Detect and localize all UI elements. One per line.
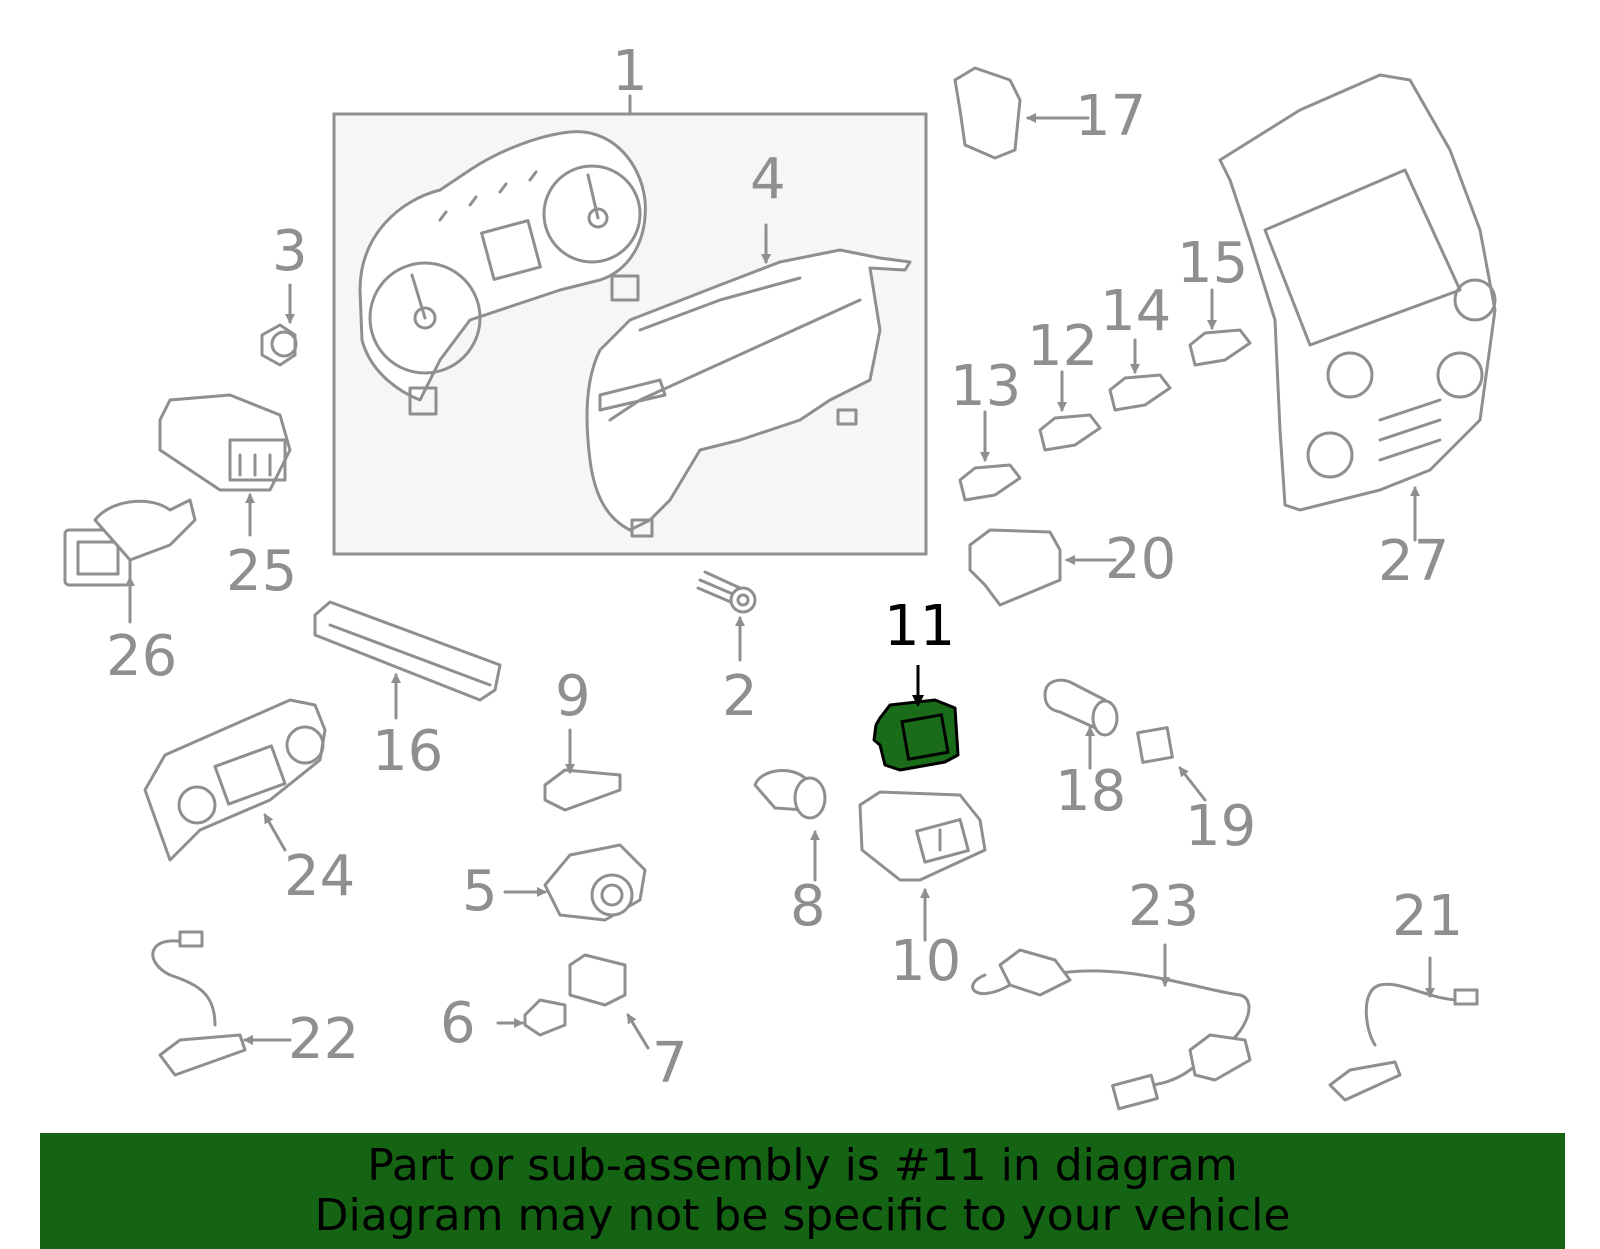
callout-19: 19	[1185, 794, 1256, 859]
callout-4: 4	[750, 147, 786, 212]
callout-8: 8	[790, 874, 826, 939]
callout-27: 27	[1378, 529, 1449, 594]
callout-6: 6	[440, 991, 476, 1056]
part-24-climate-panel[interactable]	[143, 698, 327, 862]
callout-11: 11	[884, 594, 955, 659]
part-27-center-bezel[interactable]	[1218, 73, 1497, 512]
callout-10: 10	[890, 929, 961, 994]
callout-15: 15	[1177, 231, 1248, 296]
banner-line-2: Diagram may not be specific to your vehi…	[314, 1190, 1291, 1241]
callout-26: 26	[106, 624, 177, 689]
callout-16: 16	[372, 719, 443, 784]
part-10-switch-bank[interactable]	[858, 790, 987, 882]
callout-3: 3	[272, 219, 308, 284]
callout-9: 9	[555, 664, 591, 729]
callout-20: 20	[1105, 527, 1176, 592]
cluster-face-drawing	[358, 130, 647, 416]
part-12-switch[interactable]	[1038, 413, 1102, 452]
part-8-power-outlet[interactable]	[753, 769, 827, 820]
part-3-nut[interactable]	[260, 323, 298, 367]
callout-23: 23	[1128, 874, 1199, 939]
part-25-connector[interactable]	[158, 393, 292, 492]
callout-24: 24	[284, 844, 355, 909]
banner-line-1: Part or sub-assembly is #11 in diagram	[367, 1140, 1238, 1191]
part-7-clip[interactable]	[568, 953, 627, 1007]
callout-25: 25	[226, 539, 297, 604]
callout-18: 18	[1055, 759, 1126, 824]
part-15-switch[interactable]	[1188, 328, 1252, 367]
part-17-button[interactable]	[953, 66, 1022, 160]
part-13-switch[interactable]	[958, 463, 1022, 502]
part-11-highlighted-module[interactable]	[872, 698, 960, 772]
leader-arrows	[125, 113, 1435, 1050]
part-6-connector[interactable]	[523, 998, 567, 1037]
part-26-socket[interactable]	[63, 498, 197, 587]
part-22-wire-harness[interactable]	[151, 930, 247, 1077]
cluster-housing-drawing	[585, 248, 912, 538]
callout-1: 1	[612, 39, 648, 104]
callout-5: 5	[462, 859, 498, 924]
callout-21: 21	[1392, 884, 1463, 949]
part-21-wire-harness[interactable]	[1328, 982, 1479, 1102]
callout-14: 14	[1100, 279, 1171, 344]
callout-7: 7	[652, 1031, 688, 1096]
part-19-clip[interactable]	[1136, 726, 1174, 764]
info-banner: Part or sub-assembly is #11 in diagram D…	[40, 1133, 1565, 1249]
part-20-module[interactable]	[968, 528, 1062, 607]
callout-17: 17	[1075, 84, 1146, 149]
part-9-bracket[interactable]	[543, 768, 622, 812]
part-5-switch[interactable]	[543, 843, 647, 922]
callout-12: 12	[1027, 314, 1098, 379]
part-2-screw[interactable]	[696, 570, 757, 614]
part-18-cylinder[interactable]	[1043, 678, 1119, 737]
part-23-wire-harness[interactable]	[971, 948, 1252, 1111]
callout-22: 22	[288, 1007, 359, 1072]
callout-13: 13	[950, 354, 1021, 419]
part-14-switch[interactable]	[1108, 373, 1172, 412]
part-16-trim-strip[interactable]	[313, 600, 502, 702]
callout-2: 2	[722, 664, 758, 729]
